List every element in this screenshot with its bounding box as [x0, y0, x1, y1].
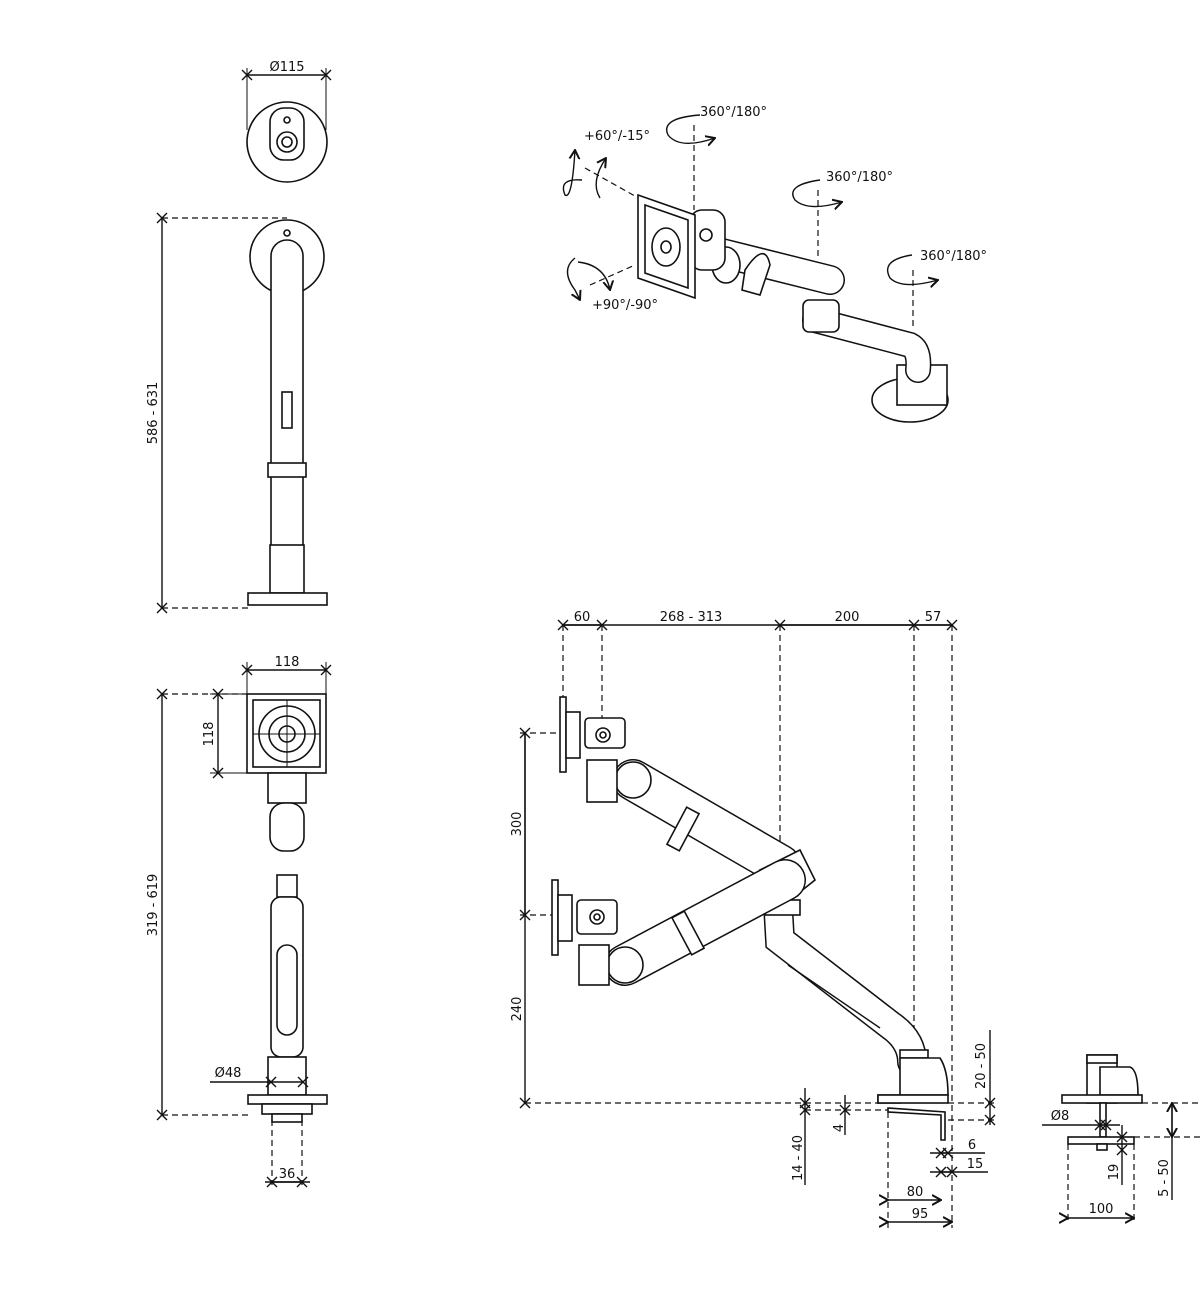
- top-view: Ø115: [241, 60, 332, 183]
- dim-height-319-619: 319 - 619: [146, 874, 161, 937]
- clamp-view: 5 - 50 Ø8 19 100: [1042, 1054, 1200, 1222]
- side-view: 586 - 631: [146, 212, 328, 614]
- front-view: 118 118 319 - 619 Ø48 36: [146, 655, 332, 1188]
- label-rotation-base: 360°/180°: [920, 249, 987, 264]
- dim-plate-offset: 60: [574, 610, 591, 625]
- dim-base-height: 20 - 50: [974, 1043, 989, 1089]
- label-pivot: +90°/-90°: [592, 298, 658, 313]
- dim-desk-thickness: 5 - 50: [1157, 1159, 1172, 1197]
- dim-plate-width-100: 100: [1089, 1202, 1114, 1217]
- dim-plate-thickness: 19: [1107, 1164, 1122, 1181]
- dim-ninety-five: 95: [912, 1207, 929, 1222]
- label-rotation-top: 360°/180°: [700, 105, 767, 120]
- dim-reach: 268 - 313: [660, 610, 723, 625]
- dim-pole-diameter: Ø48: [215, 1066, 242, 1081]
- dim-eighty: 80: [907, 1185, 924, 1200]
- reach-view: 60 268 - 313 200 57 300 240: [510, 610, 996, 1228]
- isometric-view: 360°/180° 360°/180° 360°/180° +60°/-15° …: [562, 105, 987, 423]
- dim-arm-length: 200: [835, 610, 860, 625]
- dim-lower-height: 240: [510, 997, 525, 1022]
- label-tilt: +60°/-15°: [584, 129, 650, 144]
- dim-fifteen: 15: [967, 1157, 984, 1172]
- dim-clamp-width: 36: [279, 1167, 296, 1182]
- dim-upper-height: 300: [510, 812, 525, 837]
- dim-bolt-diameter: Ø8: [1051, 1109, 1070, 1124]
- dim-plate-width: 118: [275, 655, 300, 670]
- dim-gap: 4: [832, 1124, 847, 1132]
- dim-base-offset: 57: [925, 610, 942, 625]
- label-rotation-mid: 360°/180°: [826, 170, 893, 185]
- dim-diameter-115: Ø115: [269, 60, 304, 75]
- dim-height-586-631: 586 - 631: [146, 382, 161, 445]
- dim-six: 6: [968, 1138, 976, 1153]
- dim-plate-height: 118: [202, 722, 217, 747]
- dim-desk-range: 14 - 40: [791, 1135, 806, 1181]
